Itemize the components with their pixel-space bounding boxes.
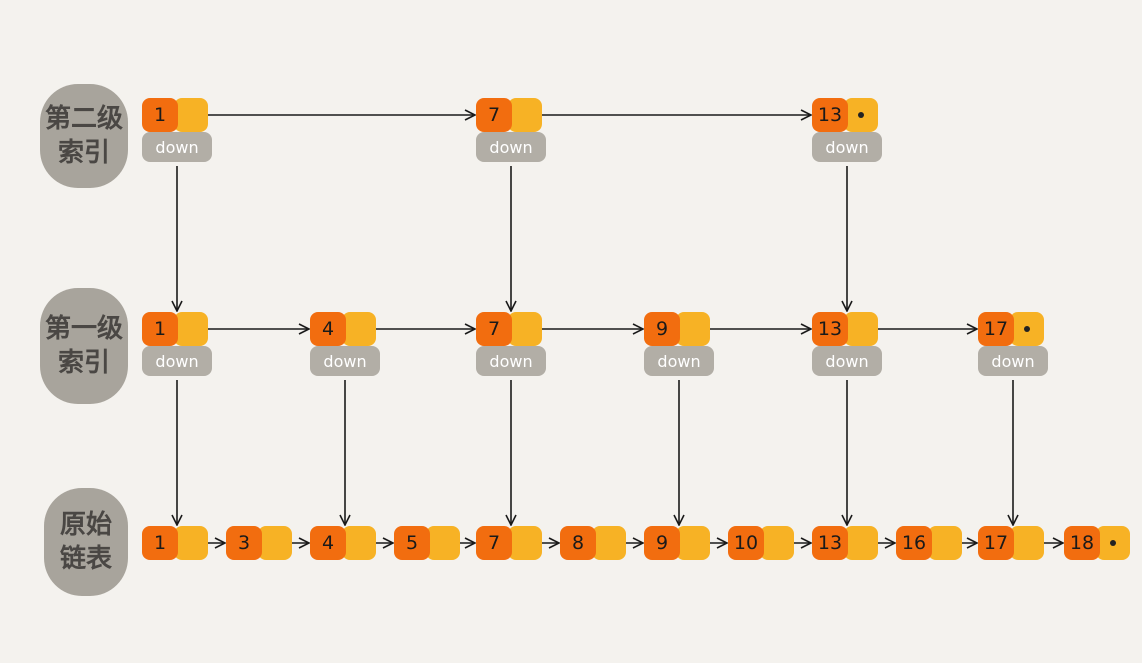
level-label-original-line1: 原始 [59,510,112,540]
list-node-18-null-dot [1110,540,1116,546]
list-node-7-next-pointer [508,526,542,560]
list-node-8-key: 8 [560,526,596,560]
list-node-1-next-pointer [174,526,208,560]
index1-node-17-key: 17 [978,312,1014,346]
level-label-index1-line1: 第一级 [44,314,123,344]
index2-node-7-down-pointer: down [476,132,546,162]
index2-node-1-down-pointer: down [142,132,212,162]
list-node-9-key: 9 [644,526,680,560]
index1-node-1-next-pointer [174,312,208,346]
list-node-4-key: 4 [310,526,346,560]
index1-node-7-down-pointer: down [476,346,546,376]
index1-node-13-key: 13 [812,312,848,346]
index2-node-7-next-pointer [508,98,542,132]
index1-node-4-key: 4 [310,312,346,346]
list-node-5-key: 5 [394,526,430,560]
index1-node-9-key: 9 [644,312,680,346]
list-node-9-next-pointer [676,526,710,560]
level-label-index1: 第一级 索引 [40,288,128,404]
index2-node-13-key: 13 [812,98,848,132]
index2-node-13-null-dot [858,112,864,118]
index1-node-9-down-pointer: down [644,346,714,376]
index1-node-7-key: 7 [476,312,512,346]
level-label-index1-line2: 索引 [57,348,110,378]
index2-node-1-next-pointer [174,98,208,132]
list-node-13-next-pointer [844,526,878,560]
index1-node-13-next-pointer [844,312,878,346]
list-node-17-next-pointer [1010,526,1044,560]
list-node-10-key: 10 [728,526,764,560]
level-label-original-line2: 链表 [59,544,112,574]
index1-node-17-down-pointer: down [978,346,1048,376]
index1-node-7-next-pointer [508,312,542,346]
level-label-index2: 第二级 索引 [40,84,128,188]
list-node-3-next-pointer [258,526,292,560]
level-label-original: 原始 链表 [44,488,128,596]
index2-node-13-down-pointer: down [812,132,882,162]
index1-node-1-down-pointer: down [142,346,212,376]
index2-node-1-key: 1 [142,98,178,132]
list-node-3-key: 3 [226,526,262,560]
list-node-7-key: 7 [476,526,512,560]
list-node-4-next-pointer [342,526,376,560]
level-label-index2-line1: 第二级 [44,104,123,134]
list-node-5-next-pointer [426,526,460,560]
index1-node-17-null-dot [1024,326,1030,332]
index2-node-7-key: 7 [476,98,512,132]
list-node-10-next-pointer [760,526,794,560]
index1-node-9-next-pointer [676,312,710,346]
index1-node-4-next-pointer [342,312,376,346]
index1-node-1-key: 1 [142,312,178,346]
index1-node-4-down-pointer: down [310,346,380,376]
list-node-1-key: 1 [142,526,178,560]
list-node-17-key: 17 [978,526,1014,560]
list-node-8-next-pointer [592,526,626,560]
list-node-13-key: 13 [812,526,848,560]
index1-node-13-down-pointer: down [812,346,882,376]
list-node-16-key: 16 [896,526,932,560]
list-node-18-key: 18 [1064,526,1100,560]
list-node-16-next-pointer [928,526,962,560]
level-label-index2-line2: 索引 [57,138,110,168]
